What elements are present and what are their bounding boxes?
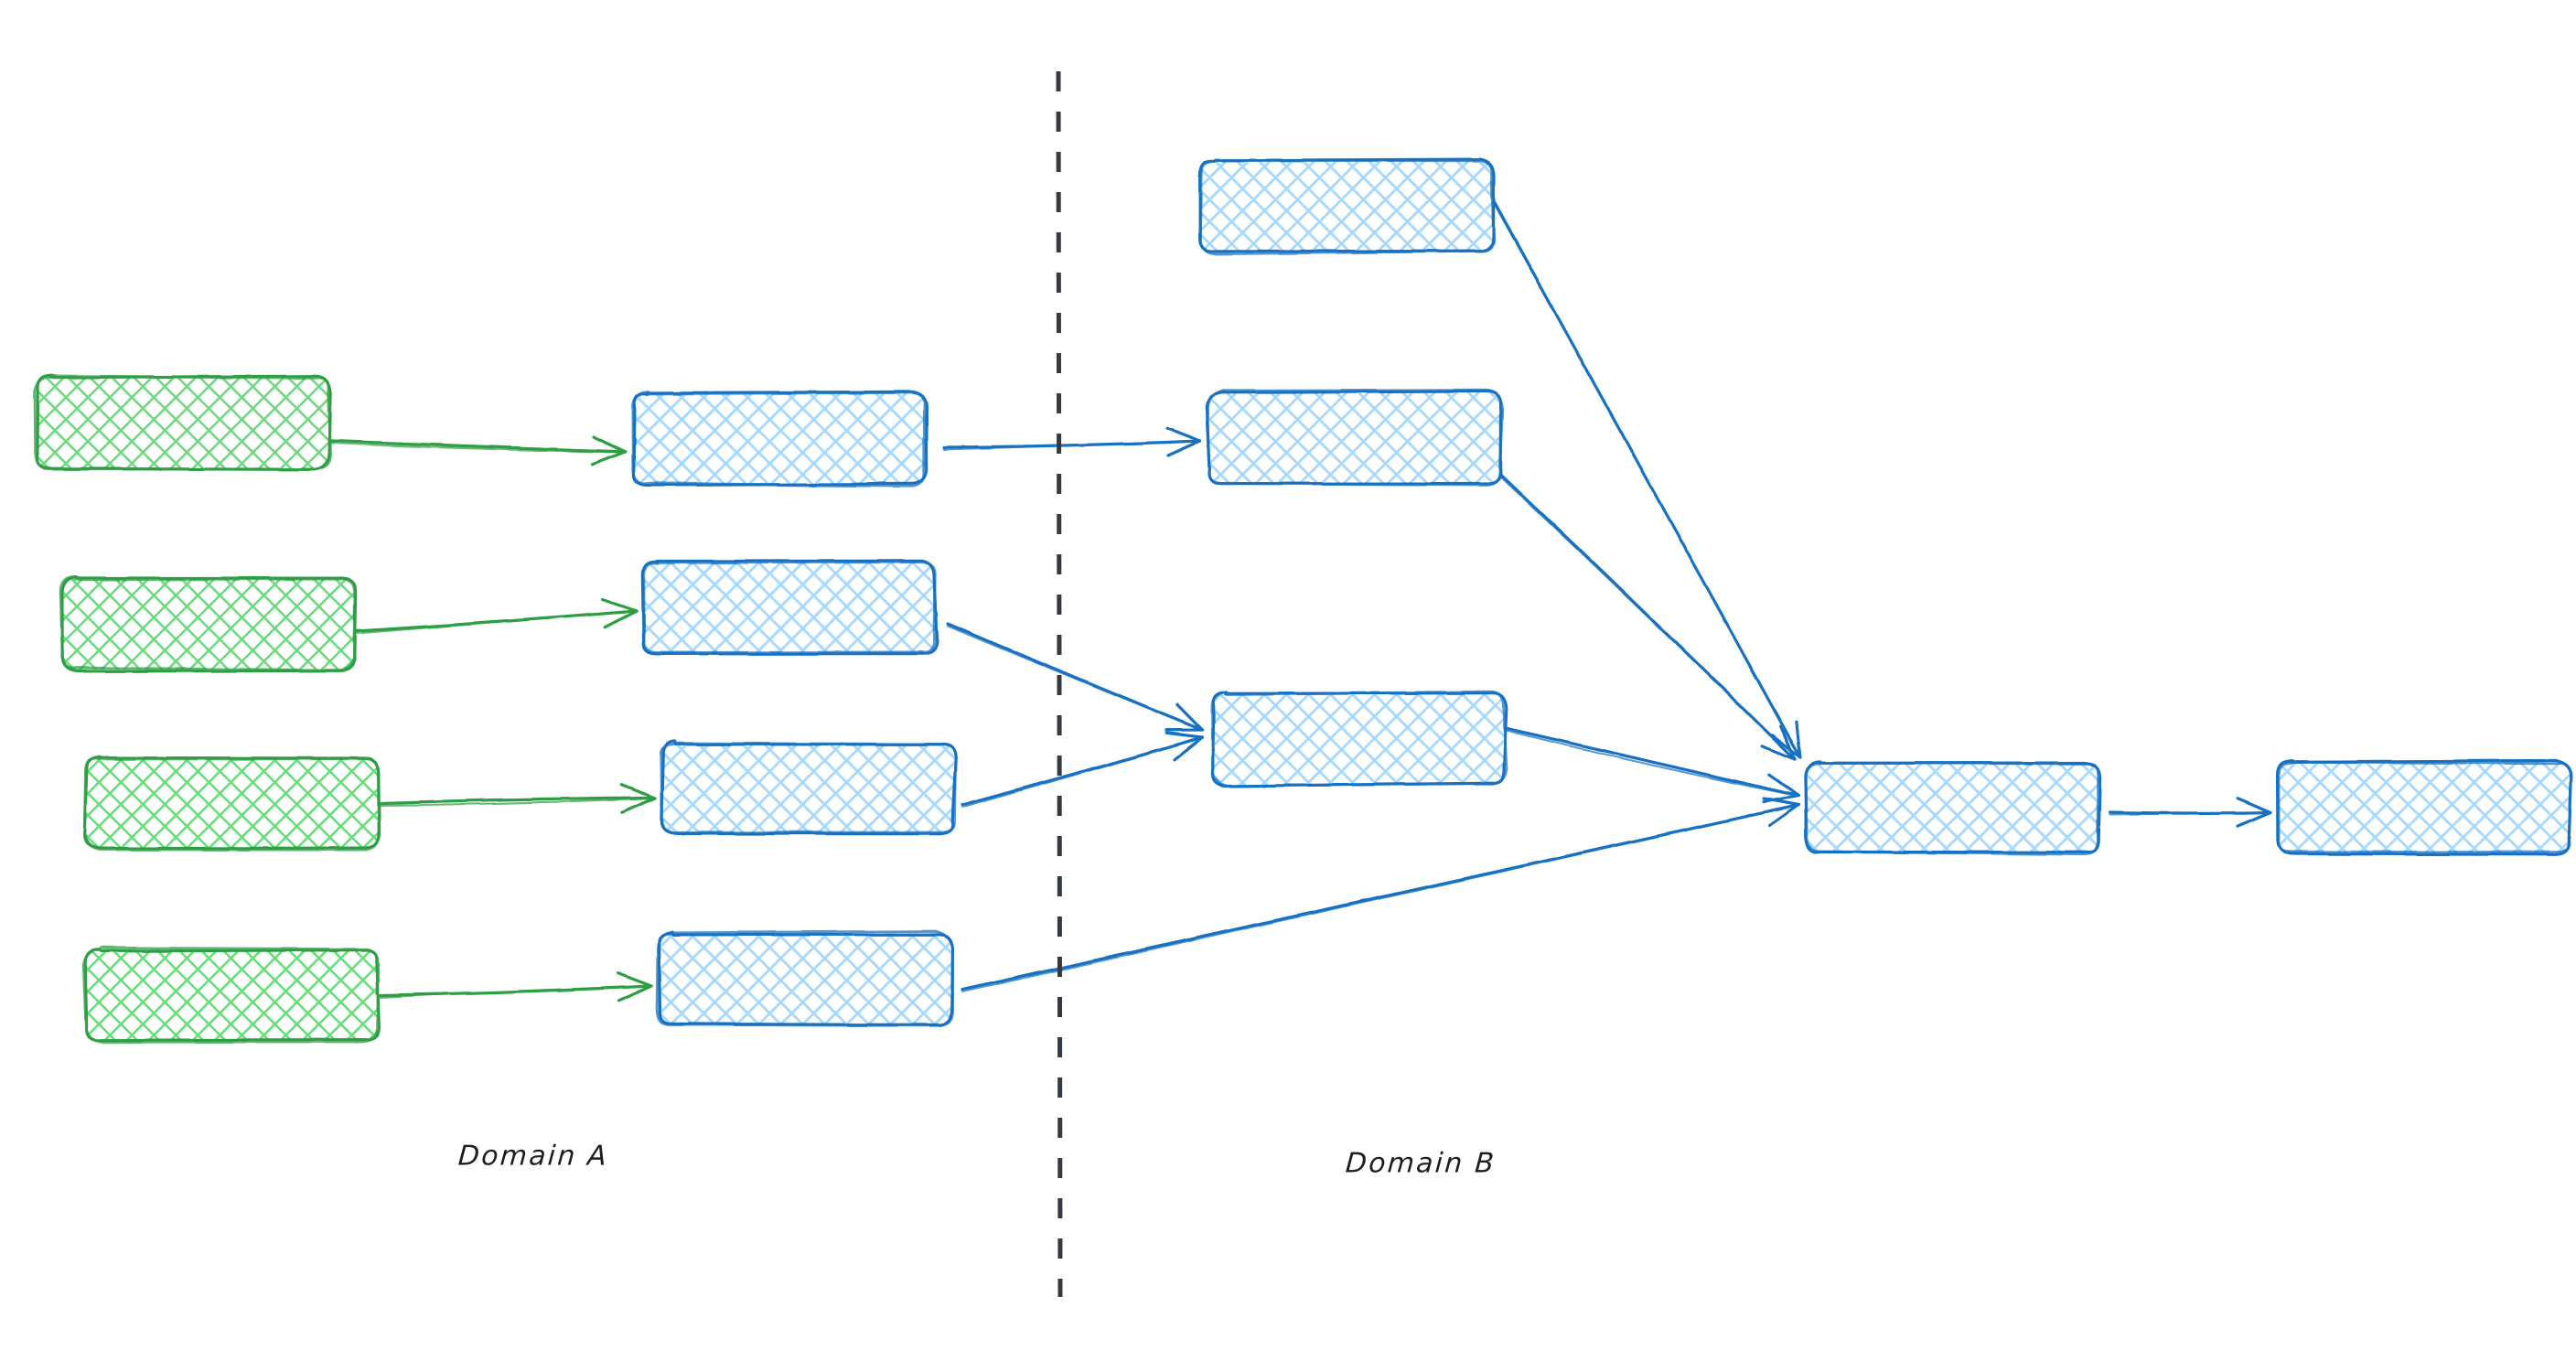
edge-b2-c2[interactable] bbox=[946, 622, 1204, 732]
node-d1[interactable] bbox=[1803, 760, 2102, 856]
domain-a-label: Domain A bbox=[456, 1140, 610, 1173]
edge-layer bbox=[329, 198, 2272, 1002]
node-a2[interactable] bbox=[59, 575, 358, 673]
domain-separator bbox=[1056, 70, 1063, 1298]
domain-b-label: Domain B bbox=[1344, 1147, 1497, 1180]
edge-c0-d1[interactable] bbox=[1491, 198, 1802, 759]
node-a1[interactable] bbox=[33, 374, 332, 471]
edge-a1-b1[interactable] bbox=[329, 434, 628, 466]
divider-layer bbox=[1056, 70, 1063, 1298]
edge-a2-b2[interactable] bbox=[355, 597, 639, 635]
node-a4[interactable] bbox=[81, 946, 381, 1044]
node-b2[interactable] bbox=[640, 559, 939, 656]
node-c0[interactable] bbox=[1198, 157, 1496, 256]
node-b3[interactable] bbox=[659, 739, 958, 836]
edge-a3-b3[interactable] bbox=[379, 783, 657, 814]
node-c2[interactable] bbox=[1210, 690, 1508, 788]
edge-c1-d1[interactable] bbox=[1498, 472, 1797, 761]
edge-c2-d1[interactable] bbox=[1504, 726, 1800, 804]
node-e1[interactable] bbox=[2275, 758, 2573, 856]
node-b1[interactable] bbox=[631, 391, 928, 488]
node-c1[interactable] bbox=[1205, 388, 1505, 487]
edge-b3-c2[interactable] bbox=[961, 731, 1204, 809]
edge-d1-e1[interactable] bbox=[2108, 797, 2272, 828]
node-b4[interactable] bbox=[655, 929, 955, 1027]
edge-a4-b4[interactable] bbox=[379, 971, 653, 1002]
edge-b1-c1[interactable] bbox=[942, 426, 1202, 457]
node-a3[interactable] bbox=[82, 756, 381, 852]
edge-b4-d1[interactable] bbox=[961, 797, 1800, 993]
node-layer bbox=[33, 157, 2573, 1044]
